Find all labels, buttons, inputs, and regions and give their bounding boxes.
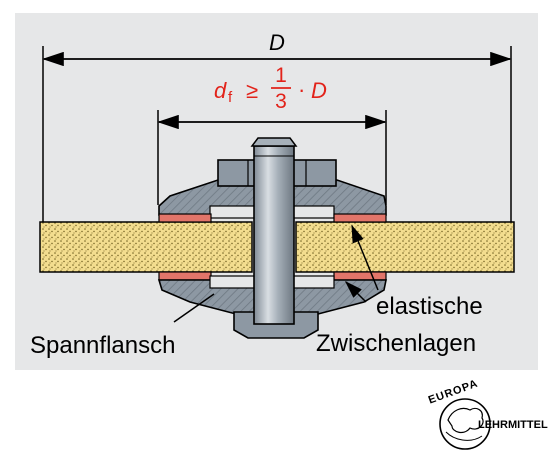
formula-numerator: 1 <box>275 64 287 87</box>
leader-flange <box>173 293 215 323</box>
upper-gasket-right <box>333 213 387 223</box>
formula-relation: ≥ <box>246 78 258 103</box>
upper-gasket-left <box>158 213 212 223</box>
label-spannflansch: Spannflansch <box>30 332 175 359</box>
label-elastische: elastische <box>376 293 483 320</box>
grinding-wheel <box>39 221 515 273</box>
spindle-bolt <box>253 145 295 325</box>
leader-elastic-upper <box>351 224 379 291</box>
label-zwischenlagen: Zwischenlagen <box>316 330 476 357</box>
lower-gasket-left <box>158 271 212 281</box>
formula-df: d f ≥ 1 3 · D <box>214 64 327 113</box>
lower-gasket-right <box>333 271 387 281</box>
dimension-label-D: D <box>269 30 285 55</box>
logo-right-text: LEHRMITTEL <box>478 419 548 431</box>
formula-rhs: D <box>311 78 327 103</box>
globe-icon <box>447 407 484 434</box>
formula-dot: · <box>298 77 305 102</box>
leader-elastic-lower <box>344 280 367 303</box>
bolt-top <box>250 137 298 147</box>
europa-lehrmittel-logo: EUROPA LEHRMITTEL <box>427 377 548 450</box>
formula-subscript: f <box>228 89 233 106</box>
formula-var: d <box>214 78 227 103</box>
formula-denominator: 3 <box>275 90 287 113</box>
